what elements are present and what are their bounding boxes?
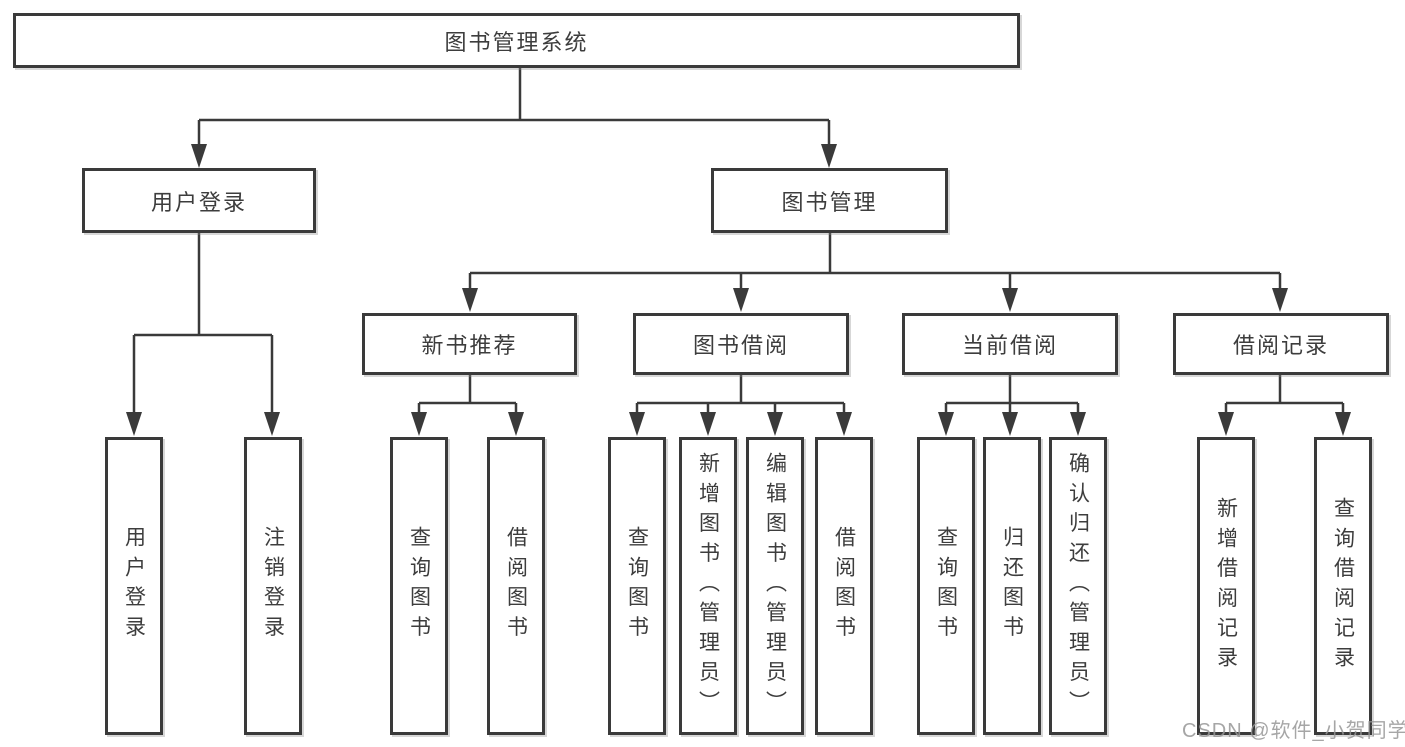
connector-borrow-records-children <box>1224 375 1345 416</box>
arrowheads-current-borrow-children <box>938 412 1086 436</box>
node-book-management: 图书管理 <box>711 168 948 233</box>
leaf-user-login: 用户登录 <box>105 437 163 735</box>
leaf-logout: 注销登录 <box>244 437 302 735</box>
leaf-newbook-borrow-books: 借阅图书 <box>487 437 545 735</box>
leaf-current-query-books-label: 查询图书 <box>934 526 958 646</box>
connector-book-borrow-children <box>635 375 846 416</box>
leaf-records-add-record: 新增借阅记录 <box>1197 437 1255 735</box>
leaf-borrow-borrow-books-label: 借阅图书 <box>832 526 856 646</box>
leaf-borrow-query-books-label: 查询图书 <box>625 526 649 646</box>
node-user-login: 用户登录 <box>82 168 316 233</box>
leaf-borrow-borrow-books: 借阅图书 <box>815 437 873 735</box>
node-new-book-recommend: 新书推荐 <box>362 313 577 375</box>
leaf-borrow-add-books-admin: 新增图书（管理员） <box>679 437 737 735</box>
leaf-current-query-books: 查询图书 <box>917 437 975 735</box>
connector-user-login-children <box>132 233 274 416</box>
leaf-user-login-label: 用户登录 <box>122 526 146 646</box>
connector-root-to-level2 <box>197 68 831 148</box>
arrowheads-book-borrow-children <box>629 412 852 436</box>
node-current-borrow: 当前借阅 <box>902 313 1118 375</box>
node-root: 图书管理系统 <box>13 13 1020 68</box>
leaf-newbook-query-books: 查询图书 <box>390 437 448 735</box>
leaf-logout-label: 注销登录 <box>261 526 285 646</box>
leaf-borrow-add-books-admin-label: 新增图书（管理员） <box>696 451 720 721</box>
leaf-newbook-borrow-books-label: 借阅图书 <box>504 526 528 646</box>
connector-new-book-children <box>417 375 518 416</box>
leaf-records-add-record-label: 新增借阅记录 <box>1214 496 1238 676</box>
leaf-borrow-edit-books-admin: 编辑图书（管理员） <box>746 437 804 735</box>
leaf-current-return-books: 归还图书 <box>983 437 1041 735</box>
leaf-current-return-books-label: 归还图书 <box>1000 526 1024 646</box>
arrowheads-user-login-children <box>126 412 280 436</box>
leaf-records-query-record: 查询借阅记录 <box>1314 437 1372 735</box>
leaf-borrow-query-books: 查询图书 <box>608 437 666 735</box>
arrowheads-level2 <box>191 144 837 168</box>
node-book-borrow: 图书借阅 <box>633 313 849 375</box>
leaf-records-query-record-label: 查询借阅记录 <box>1331 496 1355 676</box>
arrowheads-new-book-children <box>411 412 524 436</box>
leaf-borrow-edit-books-admin-label: 编辑图书（管理员） <box>763 451 787 721</box>
leaf-current-confirm-return-admin-label: 确认归还（管理员） <box>1066 451 1090 721</box>
connector-book-mgmt-to-level3 <box>468 233 1282 292</box>
connector-current-borrow-children <box>944 375 1080 416</box>
leaf-current-confirm-return-admin: 确认归还（管理员） <box>1049 437 1107 735</box>
arrowheads-level3 <box>462 288 1288 312</box>
arrowheads-borrow-records-children <box>1218 412 1351 436</box>
leaf-newbook-query-books-label: 查询图书 <box>407 526 431 646</box>
csdn-watermark: CSDN @软件_小贺同学 <box>1182 720 1405 742</box>
node-borrow-records: 借阅记录 <box>1173 313 1389 375</box>
